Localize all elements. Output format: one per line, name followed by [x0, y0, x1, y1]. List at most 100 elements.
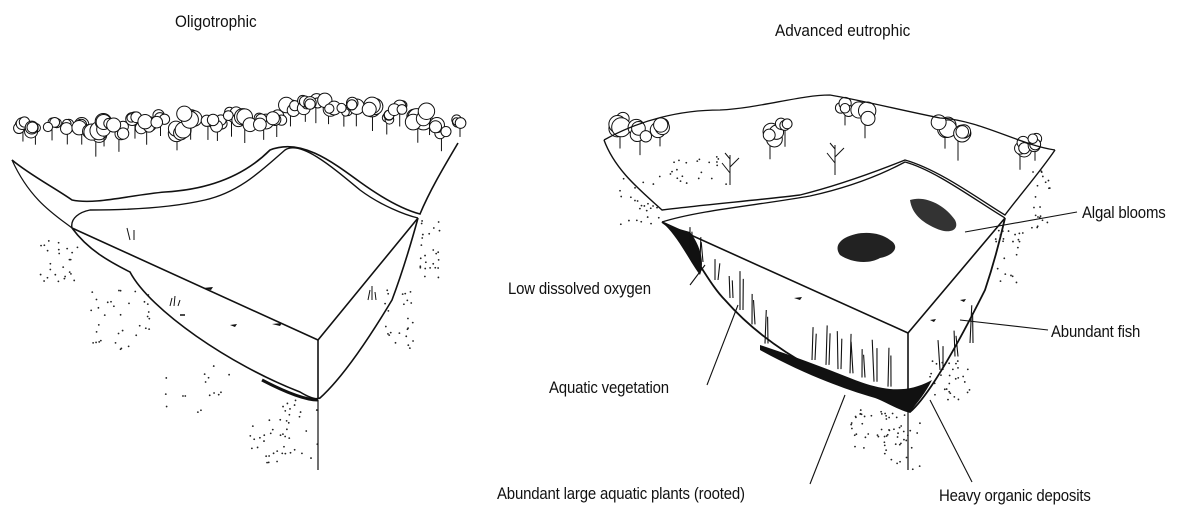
lake-surface-left — [72, 148, 418, 228]
stipple-dot — [96, 299, 98, 301]
basin-profile-left — [72, 218, 418, 399]
stipple-dot — [711, 178, 713, 180]
label-algal-blooms: Algal blooms — [1082, 203, 1166, 223]
block-front-left — [72, 218, 418, 340]
stipple-dot — [305, 430, 307, 432]
stipple-dot — [98, 307, 100, 309]
stipple-dot — [1042, 176, 1044, 178]
stipple-dot — [863, 447, 865, 449]
stipple-dot — [425, 261, 427, 263]
stipple-dot — [881, 413, 883, 415]
hills-outline-right — [604, 95, 1055, 150]
stipple-dot — [439, 230, 441, 232]
stipple-dot — [48, 240, 50, 242]
stipple-dot — [642, 182, 644, 184]
stipple-dot — [885, 449, 887, 451]
stipple-dot — [70, 273, 72, 275]
stipple-dot — [1042, 219, 1044, 221]
stipple-dot — [716, 156, 718, 158]
organic-deposits-right — [760, 345, 932, 412]
stipple-dot — [404, 293, 406, 295]
stipple-dot — [422, 234, 424, 236]
stipple-dot — [71, 252, 73, 254]
stipple-dot — [228, 374, 230, 376]
stipple-dot — [437, 251, 439, 253]
stipple-dot — [280, 434, 282, 436]
stipple-dot — [96, 331, 98, 333]
stipple-dot — [952, 368, 954, 370]
stipple-dot — [421, 220, 423, 222]
stipple-dot — [885, 418, 887, 420]
stipple-dot — [884, 413, 886, 415]
stipple-dot — [412, 322, 414, 324]
vegetation-left — [170, 296, 180, 306]
stipple-dot — [659, 176, 661, 178]
stipple-dot — [128, 303, 130, 305]
stipple-dot — [634, 200, 636, 202]
stipple-dot — [166, 406, 168, 408]
forest-canopy-right — [609, 97, 1042, 185]
label-abundant-large-aquatic-plants: Abundant large aquatic plants (rooted) — [497, 484, 745, 504]
stipple-dot — [288, 414, 290, 416]
stipple-dot — [725, 183, 727, 185]
stipple-dot — [299, 416, 301, 418]
stipple-dot — [855, 433, 857, 435]
stipple-dot — [1012, 275, 1014, 277]
stipple-dot — [145, 327, 147, 329]
plant-stroke — [752, 294, 755, 324]
stipple-dot — [949, 392, 951, 394]
stipple-dot — [948, 383, 950, 385]
stipple-dot — [1002, 230, 1004, 232]
plant-stroke — [850, 334, 853, 373]
stipple-dot — [716, 164, 718, 166]
stipple-dot — [437, 267, 439, 269]
stipple-dot — [1018, 239, 1020, 241]
stipple-dot — [967, 368, 969, 370]
stipple-dot — [1003, 238, 1005, 240]
stipple-dot — [139, 325, 141, 327]
plant-stroke — [970, 305, 973, 343]
stipple-dot — [630, 196, 632, 198]
stipple-dot — [54, 274, 56, 276]
stipple-dot — [685, 162, 687, 164]
stipple-dot — [919, 465, 921, 467]
stipple-dot — [995, 238, 997, 240]
stipple-dot — [135, 334, 137, 336]
stipple-dot — [40, 245, 42, 247]
stipple-dot — [1032, 171, 1034, 173]
plant-stroke — [938, 340, 943, 370]
stipple-dot — [906, 457, 908, 459]
fish-mark-right — [930, 319, 936, 322]
stipple-dot — [1048, 180, 1050, 182]
stipple-dot — [213, 392, 215, 394]
stipple-dot — [290, 452, 292, 454]
stipple-dot — [1010, 275, 1012, 277]
stipple-dot — [47, 250, 49, 252]
stipple-dot — [257, 447, 259, 449]
stipple-dot — [259, 437, 261, 439]
stipple-dot — [281, 452, 283, 454]
stipple-dot — [620, 196, 622, 198]
stipple-dot — [861, 423, 863, 425]
stipple-dot — [205, 381, 207, 383]
bare-shrub — [827, 143, 844, 175]
stipple-dot — [639, 208, 641, 210]
leader-rooted-plants — [810, 395, 845, 484]
stipple-dot — [182, 395, 184, 397]
stipple-dot — [90, 309, 92, 311]
stipple-dot — [670, 173, 672, 175]
stipple-dot — [286, 420, 288, 422]
stipple-dot — [899, 427, 901, 429]
stipple-dot — [899, 444, 901, 446]
stipple-dot — [623, 178, 625, 180]
stipple-dot — [897, 432, 899, 434]
stipple-dot — [128, 345, 130, 347]
stipple-dot — [284, 436, 286, 438]
stipple-dot — [148, 318, 150, 320]
stipple-dot — [619, 190, 621, 192]
stipple-dot — [962, 376, 964, 378]
stipple-dot — [881, 429, 883, 431]
stipple-dot — [893, 428, 895, 430]
stipple-dot — [967, 392, 969, 394]
stipple-dot — [208, 377, 210, 379]
